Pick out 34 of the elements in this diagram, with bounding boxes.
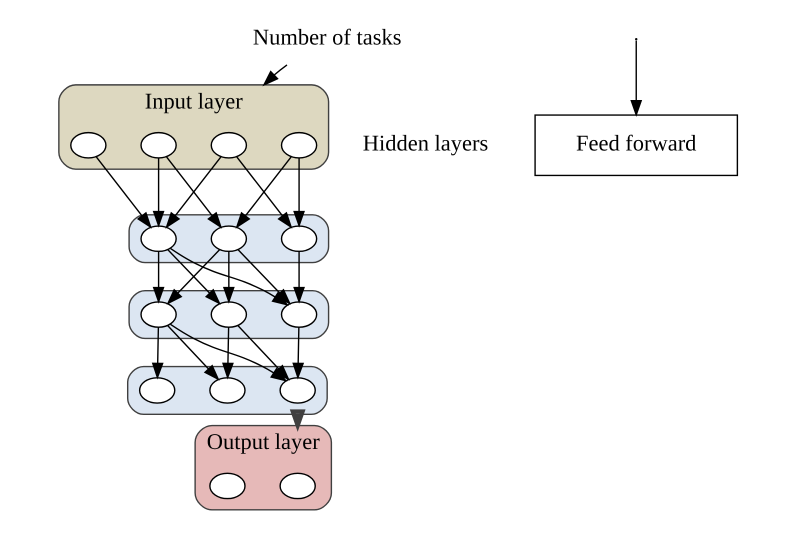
arrow xyxy=(152,327,164,380)
cluster xyxy=(128,214,330,264)
arrow xyxy=(222,252,235,304)
node-box: Feed forward xyxy=(534,114,738,176)
label: Hidden layers xyxy=(362,130,488,156)
arrow xyxy=(262,64,288,86)
arrow xyxy=(293,158,305,228)
node-text: Number of tasks xyxy=(252,24,402,50)
node-circle xyxy=(210,132,248,159)
node-circle xyxy=(210,225,248,252)
arrow xyxy=(170,248,289,306)
cluster: Input layer xyxy=(58,84,330,170)
node-circle xyxy=(279,377,316,404)
arrow xyxy=(222,327,234,380)
node-circle xyxy=(138,377,176,404)
node-circle xyxy=(280,301,318,328)
node-circle xyxy=(280,132,318,159)
node-circle xyxy=(209,472,246,500)
node-circle xyxy=(209,377,246,404)
node-circle xyxy=(70,132,107,159)
arrow xyxy=(630,40,642,117)
arrow xyxy=(290,409,306,432)
node-circle xyxy=(210,301,248,328)
node-circle xyxy=(140,132,177,159)
cluster: Output layer xyxy=(194,424,332,511)
arrow xyxy=(293,252,305,304)
arrow xyxy=(292,327,304,380)
node-circle xyxy=(280,225,318,252)
node-circle xyxy=(140,301,177,328)
node-circle xyxy=(279,472,316,500)
arrow xyxy=(167,325,220,381)
node-circle xyxy=(140,225,177,252)
arrow xyxy=(152,158,164,228)
arrow xyxy=(152,252,164,304)
